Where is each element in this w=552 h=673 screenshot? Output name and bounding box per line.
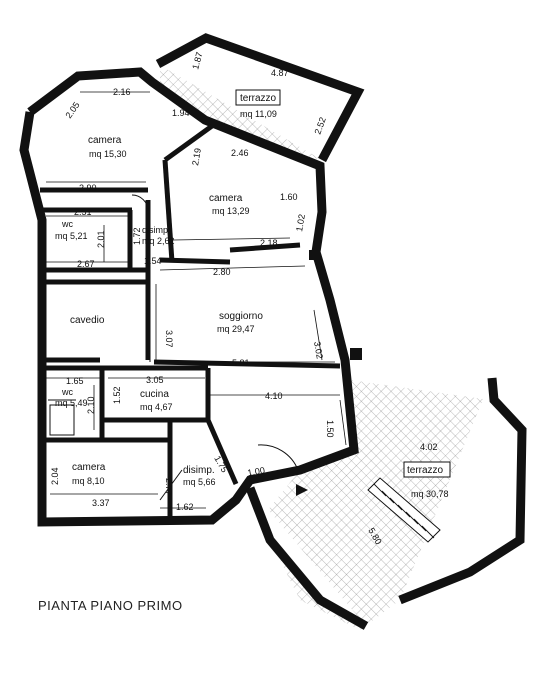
terrazzo2-label-box	[403, 461, 451, 478]
dimension-value: 3.07	[164, 330, 174, 348]
room-name: soggiorno	[219, 311, 263, 322]
interior-walls	[40, 123, 341, 522]
marker-icon-2	[350, 348, 362, 360]
dimension-value: 5.81	[232, 358, 250, 368]
dimension-value: 1.72	[132, 227, 142, 245]
dimension-value: 3.37	[92, 498, 110, 508]
room-area: mq 5,66	[183, 477, 216, 487]
room-area: mq 29,47	[217, 324, 255, 334]
dimension-value: 4.10	[265, 391, 283, 401]
room-area: mq 5,49	[55, 398, 88, 408]
dimension-value: 2.01	[96, 230, 106, 248]
room-name: wc	[61, 219, 73, 229]
dimension-value: 1.62	[176, 502, 194, 512]
dimension-value: 2.77	[164, 478, 174, 496]
room-area: mq 15,30	[89, 149, 127, 159]
dimension-value: 2.16	[113, 87, 131, 97]
dimension-value: 1.87	[190, 51, 204, 71]
room-name: disimp.	[183, 465, 215, 476]
dimension-value: 4.87	[271, 68, 289, 78]
dimension-value: 2.19	[190, 147, 203, 166]
room-name: camera	[72, 462, 106, 473]
dimension-value: 2.04	[50, 467, 60, 485]
dimension-value: 1.65	[66, 376, 84, 386]
dimension-value: 2.51	[74, 207, 92, 217]
dimension-value: 4.02	[420, 442, 438, 452]
dimension-value: 2.90	[79, 183, 97, 193]
exterior-walls	[19, 33, 527, 630]
room-area: mq 4,67	[140, 402, 173, 412]
room-name: terrazzo	[407, 465, 444, 476]
room-name: camera	[209, 193, 243, 204]
room-area: mq 2,62	[142, 236, 175, 246]
marker-icon-1	[309, 250, 319, 260]
room-name: camera	[88, 135, 122, 146]
dimension-value: 1.94	[172, 108, 190, 118]
room-labels: camera mq 15,30 terrazzo mq 11,09 camera…	[55, 93, 449, 499]
dimension-value: 2.46	[231, 148, 249, 158]
room-name: cucina	[140, 389, 169, 400]
room-area: mq 30,78	[411, 489, 449, 499]
room-name: cavedio	[70, 315, 105, 326]
dimension-value: 1.02	[294, 213, 307, 232]
room-name: wc	[61, 387, 73, 397]
plan-caption: PIANTA PIANO PRIMO	[38, 598, 183, 613]
room-area: mq 5,21	[55, 231, 88, 241]
dimension-values: 1.87 4.87 2.16 2.05 1.94 2.52 2.19 2.46 …	[50, 51, 438, 546]
dimension-value: 1.52	[112, 386, 122, 404]
dimension-value: 2.10	[86, 396, 96, 414]
room-area: mq 13,29	[212, 206, 250, 216]
north-arrow-icon	[296, 484, 308, 496]
dimension-value: 2.67	[77, 259, 95, 269]
dimension-value: 1.60	[280, 192, 298, 202]
door-swings	[48, 194, 299, 501]
dimension-value: 1.50	[325, 420, 335, 438]
room-area: mq 8,10	[72, 476, 105, 486]
dimension-lines	[46, 91, 347, 509]
dimension-value: 3.05	[146, 375, 164, 385]
room-area: mq 11,09	[240, 109, 277, 119]
staircase	[367, 477, 441, 543]
dimension-value: 1.54	[144, 256, 162, 266]
room-name: disimp.	[142, 225, 171, 235]
dimension-value: 2.18	[260, 238, 278, 248]
terrazzo1-label-box	[235, 89, 281, 106]
dimension-value: 1.00	[247, 465, 266, 478]
dimension-value: 2.80	[213, 267, 231, 277]
dimension-value: 3.02	[312, 341, 325, 360]
room-name: terrazzo	[240, 93, 277, 104]
